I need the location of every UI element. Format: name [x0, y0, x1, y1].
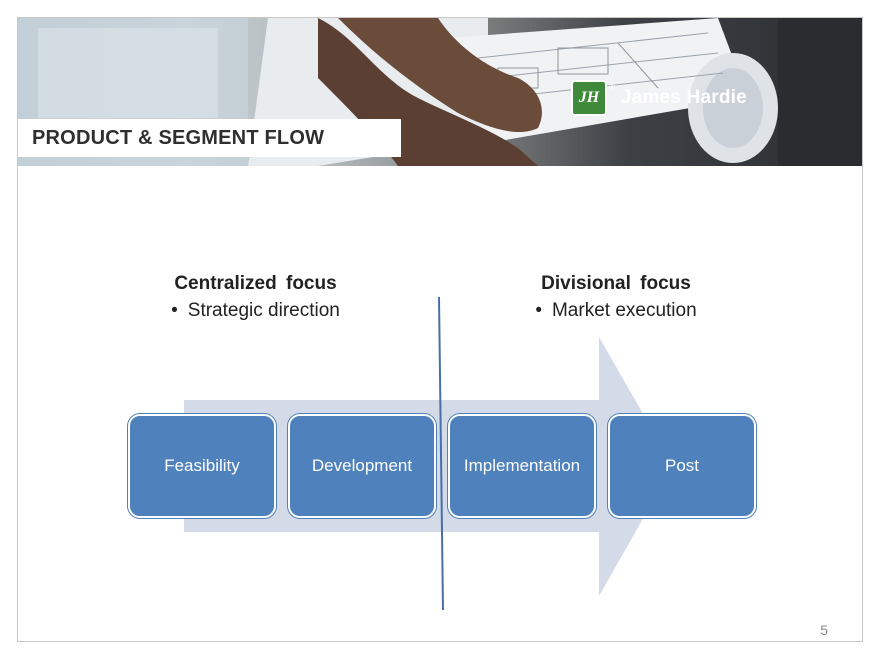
process-step-feasibility: Feasibility [128, 414, 276, 518]
divisional-focus-bullet-text: Market execution [551, 300, 697, 321]
james-hardie-logo: JH ® James Hardie [571, 78, 747, 118]
header-photo-banner: PRODUCT & SEGMENT FLOW JH ® James Hardie [18, 18, 862, 166]
logo-brand-name: James Hardie [620, 87, 747, 108]
jh-logo-icon: JH [571, 80, 607, 116]
page-number: 5 [820, 622, 828, 638]
process-step-label: Feasibility [164, 456, 240, 475]
divisional-focus-bullet: • Market execution [511, 300, 721, 322]
title-bar: PRODUCT & SEGMENT FLOW [18, 119, 401, 157]
centralized-focus-heading: Centralized focus [174, 273, 337, 294]
process-step-label: Development [311, 456, 413, 475]
process-step-label: Implementation [463, 456, 581, 475]
bullet-glyph: • [171, 300, 178, 321]
process-flow-diagram [184, 296, 673, 611]
process-step-post: Post [608, 414, 756, 518]
focus-divider-line [438, 296, 444, 611]
slide: PRODUCT & SEGMENT FLOW JH ® James Hardie… [17, 17, 863, 642]
centralized-focus-bullet-text: Strategic direction [187, 300, 340, 321]
divisional-focus-heading: Divisional focus [541, 273, 691, 294]
bullet-glyph: • [535, 300, 542, 321]
registered-mark: ® [609, 82, 615, 91]
centralized-focus-bullet: • Strategic direction [148, 300, 363, 322]
process-step-implementation: Implementation [448, 414, 596, 518]
process-step-label: Post [664, 456, 700, 475]
process-step-development: Development [288, 414, 436, 518]
page-title: PRODUCT & SEGMENT FLOW [32, 126, 325, 149]
divisional-focus-group: Divisional focus • Market execution [511, 273, 721, 322]
centralized-focus-group: Centralized focus • Strategic direction [148, 273, 363, 322]
logo-badge-letters: JH [578, 89, 600, 106]
